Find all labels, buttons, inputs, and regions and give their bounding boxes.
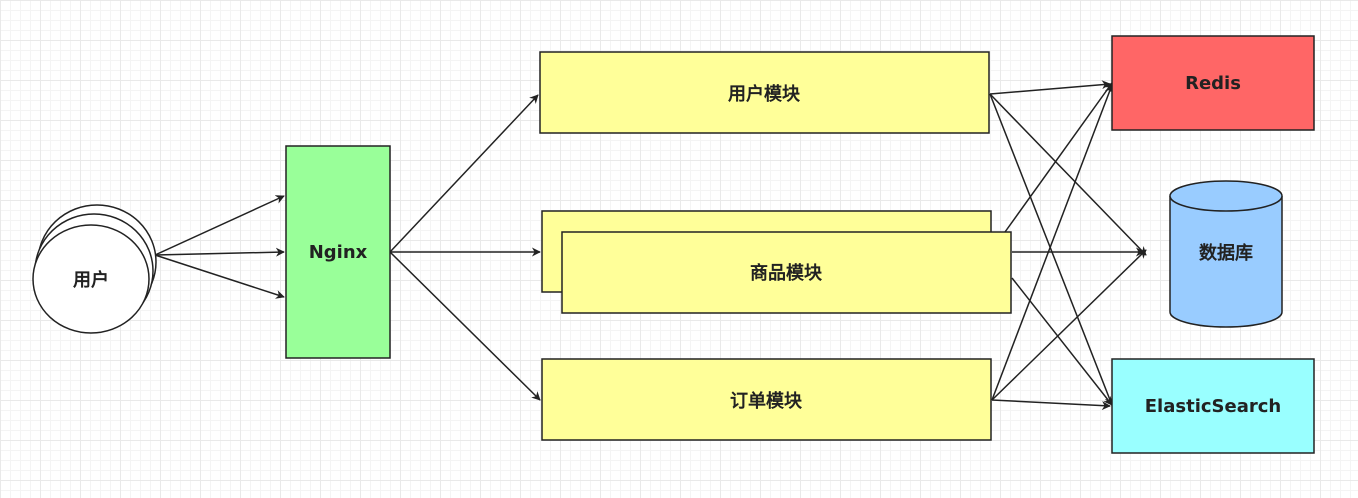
edge-user-module-redis: [989, 80, 1111, 95]
database-node[interactable]: 数据库: [1169, 180, 1283, 328]
elasticsearch-node[interactable]: ElasticSearch: [1111, 358, 1315, 454]
redis-node[interactable]: Redis: [1111, 35, 1315, 131]
edge-nginx-user-module: [389, 94, 539, 253]
order-module-box: [541, 358, 992, 441]
product-module-label: 商品模块: [750, 262, 823, 284]
user-module-label: 用户模块: [728, 83, 801, 105]
edge-product-module-redis: [1004, 82, 1113, 233]
product-module-box-front: [561, 231, 1012, 314]
edge-user-nginx-top: [154, 195, 285, 256]
order-module-label: 订单模块: [730, 390, 803, 412]
edge-order-module-database: [991, 249, 1147, 401]
edge-user-module-database: [989, 93, 1147, 256]
nginx-box: [285, 145, 391, 359]
nginx-label: Nginx: [309, 242, 368, 263]
product-module-node[interactable]: 商品模块: [541, 210, 1012, 314]
edge-product-module-elasticsearch: [1011, 277, 1113, 406]
user-module-node[interactable]: 用户模块: [539, 51, 990, 134]
database-cylinder-body: [1169, 196, 1283, 328]
database-label: 数据库: [1199, 242, 1253, 264]
edges: [154, 80, 1147, 411]
edge-order-module-elasticsearch: [991, 399, 1111, 411]
database-cylinder-top: [1169, 180, 1283, 212]
order-module-node[interactable]: 订单模块: [541, 358, 992, 441]
nginx-node[interactable]: Nginx: [285, 145, 391, 359]
user-shape-front: [32, 224, 150, 334]
elasticsearch-label: ElasticSearch: [1145, 396, 1281, 417]
user-module-box: [539, 51, 990, 134]
elasticsearch-box: [1111, 358, 1315, 454]
edge-user-module-elasticsearch: [989, 93, 1114, 406]
edge-order-module-redis: [991, 84, 1114, 401]
user-node[interactable]: 用户: [32, 204, 157, 334]
edge-nginx-order-module: [389, 251, 541, 401]
redis-box: [1111, 35, 1315, 131]
user-label: 用户: [73, 269, 109, 291]
edge-user-nginx-mid: [154, 247, 285, 257]
redis-label: Redis: [1185, 73, 1241, 94]
edge-user-nginx-bottom: [154, 254, 285, 299]
